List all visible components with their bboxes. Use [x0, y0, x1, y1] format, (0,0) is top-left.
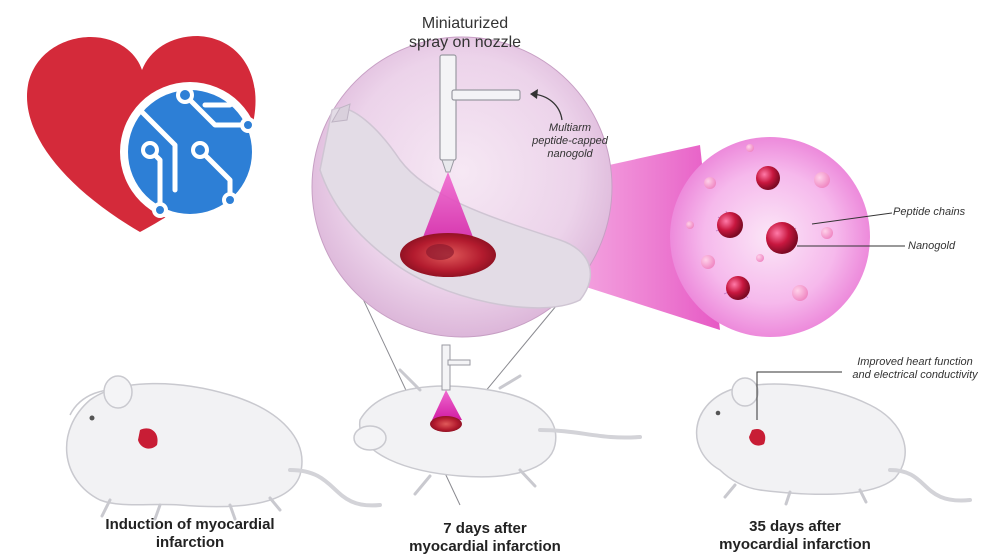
nanogold-note: Multiarm peptide-capped nanogold — [532, 122, 608, 160]
nozzle-title: Miniaturized spray on nozzle — [408, 15, 522, 51]
heart-wound-small — [430, 416, 462, 432]
stage-2-caption: 7 days after myocardial infarction — [409, 520, 561, 555]
nanogold-particle — [756, 166, 780, 190]
heart-healed-mark — [749, 428, 766, 446]
heart-injury-mark — [138, 428, 158, 449]
improved-function-label: Improved heart function and electrical c… — [852, 356, 978, 381]
peptide-chains-label: Peptide chains — [893, 206, 966, 218]
nanogold-particle — [766, 222, 798, 254]
stage-1-caption: Induction of myocardial infarction — [105, 516, 275, 551]
spray-cone — [418, 172, 478, 250]
mouse-stage-2 — [353, 344, 642, 496]
mouse-stage-3 — [695, 371, 972, 506]
nozzle-body — [439, 54, 457, 161]
spray-detail-circle — [311, 36, 613, 338]
nanogold-label: Nanogold — [908, 240, 956, 252]
nanogold-zoom-circle — [670, 137, 905, 337]
mouse-stage-1 — [65, 375, 382, 521]
nozzle-side-arm — [451, 89, 521, 101]
logo-heart-circuit-icon — [26, 36, 260, 232]
stage-3-caption: 35 days after myocardial infarction — [719, 518, 871, 553]
nanogold-particle — [717, 212, 743, 238]
nanogold-particle — [726, 276, 750, 300]
